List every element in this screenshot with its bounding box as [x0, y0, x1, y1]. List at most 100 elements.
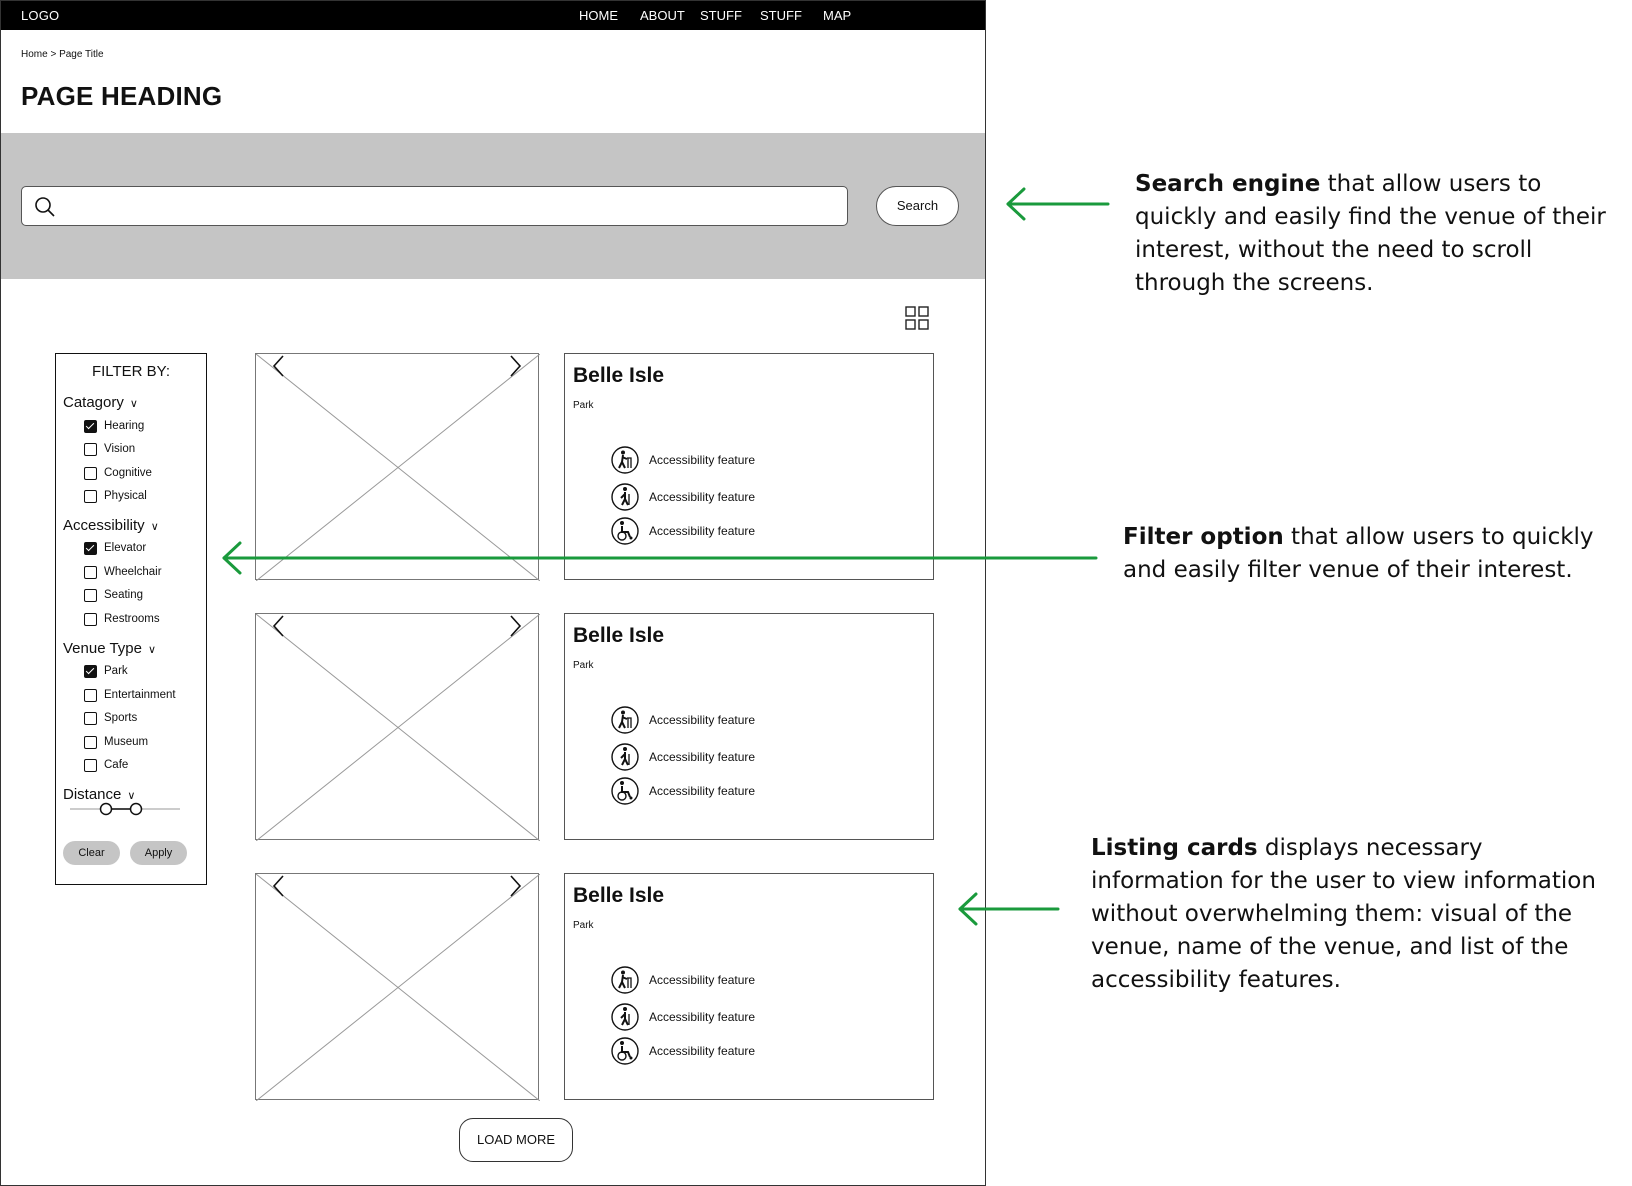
checkbox-checked[interactable]	[84, 542, 97, 555]
slider-handle-max[interactable]	[129, 802, 143, 816]
wireframe-page: LOGO HOME ABOUT STUFF STUFF MAP Home > P…	[0, 0, 986, 1186]
annotation-title: Listing cards	[1091, 835, 1258, 861]
venue-image-placeholder	[255, 873, 540, 1101]
walker-icon	[611, 446, 639, 474]
feature-label: Accessibility feature	[649, 750, 756, 764]
filter-option-label: Hearing	[104, 420, 145, 432]
filter-group-label: Venue Type	[63, 640, 142, 657]
chevron-down-icon: ∨	[150, 521, 159, 533]
venue-name: Belle Isle	[573, 364, 665, 387]
filter-group-accessibility[interactable]: Accessibility ∨	[63, 517, 159, 534]
checkbox[interactable]	[84, 566, 97, 579]
listing-card[interactable]: Belle Isle Park Accessibility feature Ac…	[564, 873, 934, 1100]
filter-option-label: Wheelchair	[104, 566, 162, 578]
breadcrumb[interactable]: Home > Page Title	[21, 49, 104, 60]
filter-group-venue-type[interactable]: Venue Type ∨	[63, 640, 156, 657]
venue-image-placeholder	[255, 353, 540, 581]
filter-group-label: Distance	[63, 786, 122, 803]
arrow-head	[222, 541, 242, 575]
filter-option-label: Museum	[104, 736, 149, 748]
checkbox[interactable]	[84, 759, 97, 772]
venue-image-placeholder	[255, 613, 540, 841]
checkbox-checked[interactable]	[84, 420, 97, 433]
filter-option-label: Park	[104, 665, 128, 677]
distance-range-slider[interactable]	[70, 802, 180, 816]
nav-home[interactable]: HOME	[579, 8, 618, 23]
annotation-filter: Filter option that allow users to quickl…	[1123, 521, 1603, 587]
filter-title: FILTER BY:	[91, 363, 171, 380]
cane-walker-icon	[611, 743, 639, 771]
venue-type: Park	[573, 400, 594, 411]
clear-button[interactable]: Clear	[63, 841, 120, 865]
feature-label: Accessibility feature	[649, 1010, 756, 1024]
filter-option-label: Vision	[104, 443, 136, 455]
annotation-text: that allow users to quickly and easily f…	[1123, 524, 1594, 583]
filter-group-label: Accessibility	[63, 517, 145, 534]
checkbox[interactable]	[84, 490, 97, 503]
page-title: PAGE HEADING	[21, 81, 223, 111]
filter-option-label: Entertainment	[104, 689, 176, 701]
listing-card[interactable]: Belle Isle Park Accessibility feature Ac…	[564, 353, 934, 580]
checkbox[interactable]	[84, 443, 97, 456]
chevron-down-icon: ∨	[147, 644, 157, 656]
annotation-text: displays necessary information for the u…	[1091, 835, 1596, 993]
chevron-left-icon[interactable]	[270, 354, 288, 378]
checkbox[interactable]	[84, 589, 97, 602]
filter-group-category[interactable]: Catagory∨	[63, 394, 138, 411]
chevron-right-icon[interactable]	[506, 874, 524, 898]
checkbox[interactable]	[84, 689, 97, 702]
checkbox[interactable]	[84, 736, 97, 749]
chevron-right-icon[interactable]	[506, 614, 524, 638]
filter-option-label: Physical	[104, 490, 147, 502]
chevron-down-icon: ∨	[129, 398, 138, 410]
nav-stuff-2[interactable]: STUFF	[760, 8, 802, 23]
listing-card[interactable]: Belle Isle Park Accessibility feature Ac…	[564, 613, 934, 840]
cane-walker-icon	[611, 483, 639, 511]
feature-label: Accessibility feature	[649, 453, 756, 467]
feature-label: Accessibility feature	[649, 524, 756, 538]
checkbox[interactable]	[84, 712, 97, 725]
slider-handle-min[interactable]	[99, 802, 113, 816]
chevron-right-icon[interactable]	[506, 354, 524, 378]
search-icon	[35, 197, 55, 217]
chevron-down-icon: ∨	[127, 790, 136, 802]
annotation-title: Search engine	[1135, 171, 1321, 197]
filter-option-label: Cafe	[104, 759, 129, 771]
annotation-title: Filter option	[1123, 524, 1284, 550]
filter-panel: FILTER BY: Catagory∨ Hearing Vision Cogn…	[55, 353, 207, 885]
feature-label: Accessibility feature	[649, 973, 756, 987]
feature-label: Accessibility feature	[649, 784, 756, 798]
filter-option-label: Restrooms	[104, 613, 160, 625]
checkbox-checked[interactable]	[84, 665, 97, 678]
annotation-search: Search engine that allow users to quickl…	[1135, 168, 1627, 300]
wheelchair-icon	[611, 777, 639, 805]
wheelchair-icon	[611, 517, 639, 545]
arrow-head	[1006, 187, 1026, 221]
nav-map[interactable]: MAP	[823, 8, 852, 23]
venue-name: Belle Isle	[573, 624, 665, 647]
image-placeholder-icon	[256, 354, 540, 581]
search-input[interactable]	[21, 186, 848, 226]
grid-view-icon[interactable]	[905, 306, 929, 330]
logo[interactable]: LOGO	[21, 8, 60, 23]
chevron-left-icon[interactable]	[270, 614, 288, 638]
top-navigation-bar: LOGO HOME ABOUT STUFF STUFF MAP	[1, 1, 985, 30]
arrow-head	[958, 892, 978, 926]
apply-button[interactable]: Apply	[130, 841, 187, 865]
nav-stuff-1[interactable]: STUFF	[700, 8, 742, 23]
filter-option-label: Sports	[104, 712, 138, 724]
nav-about[interactable]: ABOUT	[640, 8, 685, 23]
checkbox[interactable]	[84, 613, 97, 626]
chevron-left-icon[interactable]	[270, 874, 288, 898]
filter-group-distance[interactable]: Distance ∨	[63, 786, 135, 803]
wheelchair-icon	[611, 1037, 639, 1065]
checkbox[interactable]	[84, 467, 97, 480]
image-placeholder-icon	[256, 614, 540, 841]
filter-option-label: Elevator	[104, 542, 147, 554]
filter-option-label: Seating	[104, 589, 144, 601]
load-more-button[interactable]: LOAD MORE	[459, 1118, 573, 1162]
venue-type: Park	[573, 920, 594, 931]
search-button[interactable]: Search	[876, 186, 959, 226]
cane-walker-icon	[611, 1003, 639, 1031]
